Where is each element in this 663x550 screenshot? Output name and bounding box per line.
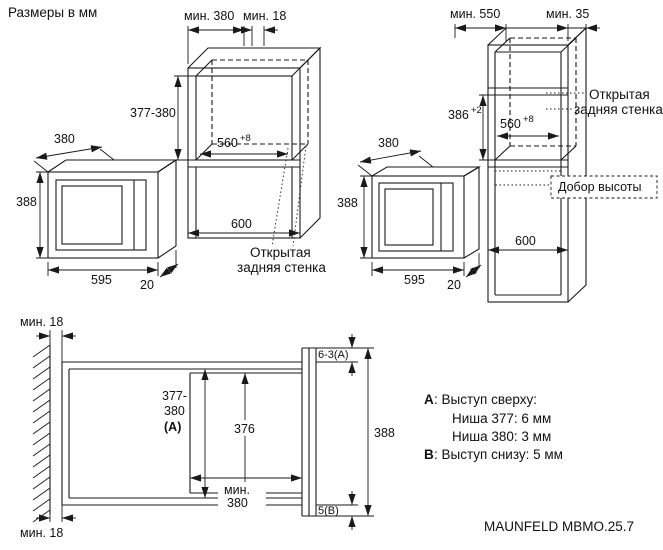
cabinet-right-drawing: мин. 550 мин. 35 386 +2 560 +8 600 Откры… (448, 7, 663, 303)
wall-hatch (32, 344, 51, 523)
legend-b-key: B (424, 447, 434, 462)
dim-cab-right-width: 600 (515, 234, 536, 248)
dim-cab-right-niche-height: 386 (448, 108, 469, 122)
dim-cab-left-wall-gap-min: мин. 18 (243, 9, 286, 23)
legend: A : Выступ сверху: Ниша 377: 6 мм Ниша 3… (424, 392, 563, 462)
model-label: MAUNFELD MBMO.25.7 (484, 519, 634, 534)
dim-section-niche-height-key: (A) (164, 420, 181, 434)
dim-cab-right-inner-depth: 560 (500, 117, 521, 131)
dim-oven-left-height: 388 (16, 195, 37, 209)
dim-cab-left-inner-depth: 560 (217, 136, 238, 150)
dim-cab-right-depth-min: мин. 550 (450, 7, 500, 21)
dim-cab-right-wall-gap-min: мин. 35 (546, 7, 589, 21)
label-cab-right-filler: Добор высоты (558, 180, 642, 194)
label-cab-right-open-back-1: Открытая (589, 87, 650, 102)
dim-oven-right-depth: 380 (378, 136, 399, 150)
legend-niche-377: Ниша 377: 6 мм (452, 411, 551, 426)
dim-cab-left-width: 600 (231, 217, 252, 231)
dim-section-niche-depth-1: мин. (224, 483, 250, 497)
legend-a-text: : Выступ сверху: (434, 392, 537, 407)
dim-oven-right-height: 388 (337, 196, 358, 210)
dim-oven-left-door: 20 (140, 278, 154, 292)
dim-oven-right-door: 20 (447, 278, 461, 292)
legend-a-key: A (424, 392, 434, 407)
dim-cab-left-inner-depth-tol: +8 (240, 133, 251, 144)
cabinet-left-drawing: 377-380 560 +8 600 мин. 380 мин. 18 Откр… (130, 9, 326, 275)
dim-section-bottom-overhang: 5(B) (318, 505, 339, 517)
dim-oven-left-depth: 380 (54, 132, 75, 146)
dim-section-niche-height-1: 377- (162, 389, 187, 403)
dim-section-top-overhang: 6-3(A) (318, 349, 349, 361)
dim-oven-right-width: 595 (404, 273, 425, 287)
dim-section-front-height: 388 (374, 426, 395, 440)
dim-cab-right-niche-height-tol: +2 (471, 105, 482, 116)
page-title: Размеры в мм (8, 5, 97, 20)
dim-section-niche-height-2: 380 (164, 404, 185, 418)
dim-oven-left-width: 595 (91, 273, 112, 287)
dim-section-niche-depth-2: 380 (227, 496, 248, 510)
label-cab-left-open-back-2: задняя стенка (237, 260, 326, 275)
section-drawing: мин. 18 мин. 18 377- 380 (A) 376 мин. 38… (20, 315, 395, 540)
dim-cab-left-niche-height: 377-380 (130, 106, 176, 120)
oven-right-drawing: 380 388 595 20 (337, 136, 482, 292)
dim-section-wall-gap-top: мин. 18 (20, 315, 63, 329)
dim-cab-right-inner-depth-tol: +8 (523, 114, 534, 125)
label-cab-right-open-back-2: задняя стенка (574, 102, 663, 117)
dim-section-wall-gap-bottom: мин. 18 (20, 526, 63, 540)
dim-section-body-height: 376 (234, 422, 255, 436)
oven-left-drawing: 380 388 595 20 (16, 132, 179, 292)
label-cab-left-open-back-1: Открытая (250, 245, 311, 260)
dim-cab-left-niche-depth-min: мин. 380 (184, 9, 234, 23)
legend-niche-380: Ниша 380: 3 мм (452, 429, 551, 444)
legend-b-text: : Выступ снизу: 5 мм (434, 447, 563, 462)
